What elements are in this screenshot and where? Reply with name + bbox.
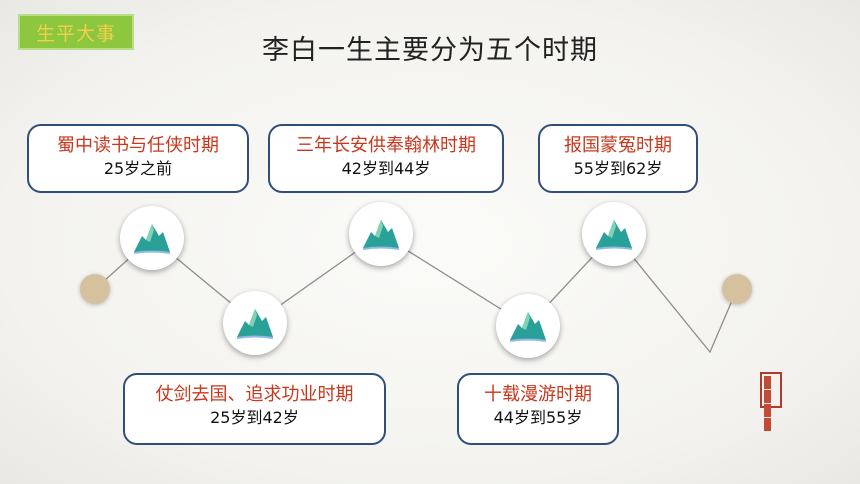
period-name: 十载漫游时期	[484, 384, 592, 405]
mountain-landscape-icon	[582, 202, 646, 266]
mountain-landscape-icon	[120, 206, 184, 270]
section-tag: 生平大事	[18, 14, 134, 50]
period-card-5: 报国蒙冤时期 55岁到62岁	[538, 124, 698, 193]
period-card-4: 十载漫游时期 44岁到55岁	[457, 373, 619, 445]
period-card-2: 仗剑去国、追求功业时期 25岁到42岁	[123, 373, 386, 445]
period-name: 蜀中读书与任侠时期	[57, 135, 219, 156]
page-title: 李白一生主要分为五个时期	[262, 35, 598, 66]
period-card-1: 蜀中读书与任侠时期 25岁之前	[27, 124, 249, 193]
period-age: 25岁到42岁	[210, 408, 299, 427]
timeline-end-dot	[722, 274, 752, 304]
seal-stamp	[760, 372, 782, 431]
mountain-landscape-icon	[496, 294, 560, 358]
period-name: 报国蒙冤时期	[564, 135, 672, 156]
timeline-start-dot	[80, 274, 110, 304]
period-age: 44岁到55岁	[493, 408, 583, 427]
mountain-landscape-icon	[223, 291, 287, 355]
period-age: 25岁之前	[103, 159, 173, 178]
period-name: 三年长安供奉翰林时期	[296, 135, 476, 156]
period-card-3: 三年长安供奉翰林时期 42岁到44岁	[268, 124, 504, 193]
mountain-landscape-icon	[349, 202, 413, 266]
period-age: 55岁到62岁	[573, 159, 663, 178]
period-name: 仗剑去国、追求功业时期	[155, 384, 354, 405]
period-age: 42岁到44岁	[341, 159, 431, 178]
